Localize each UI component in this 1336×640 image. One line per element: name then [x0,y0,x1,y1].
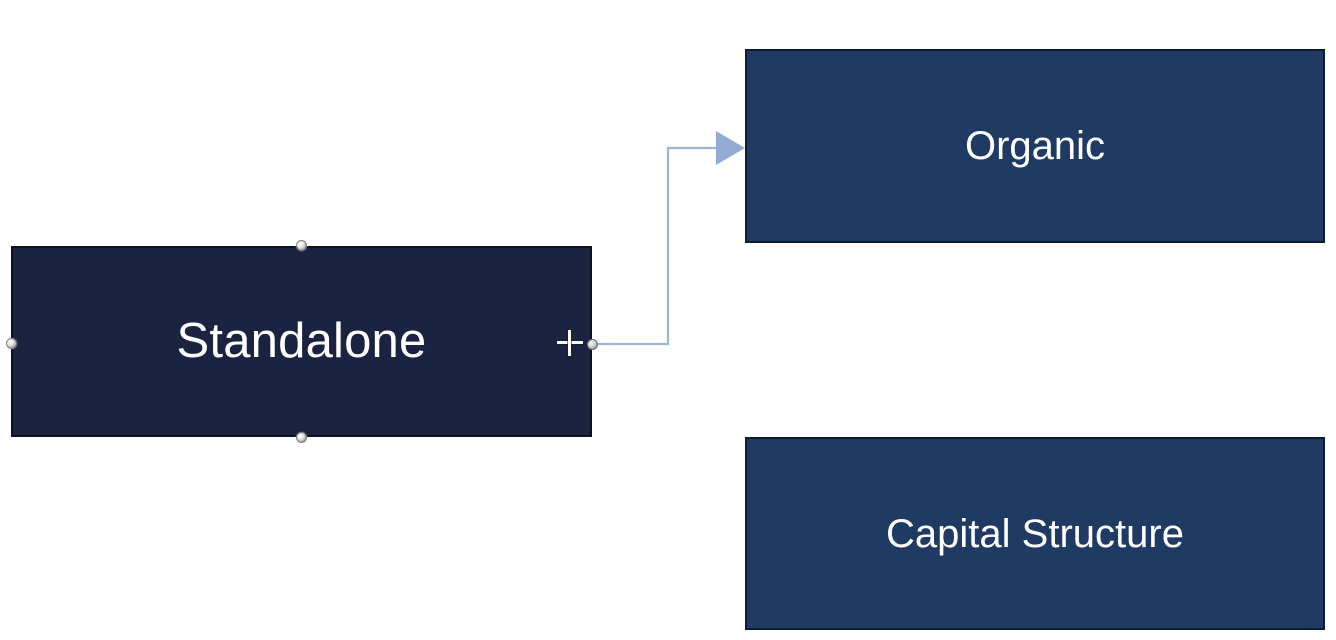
shape-capital-structure[interactable]: Capital Structure [745,437,1325,630]
connector-endpoint-handle[interactable] [586,338,598,350]
shape-capital-structure-label: Capital Structure [886,511,1184,556]
shape-standalone[interactable]: Standalone [11,246,592,437]
connector-standalone-to-organic[interactable] [592,131,745,346]
selection-handle-bottom-center[interactable] [295,431,307,443]
selection-handle-top-center[interactable] [295,239,307,251]
connector-elbow-path[interactable] [592,146,736,346]
connector-arrowhead-icon [716,131,745,165]
shape-organic-label: Organic [964,124,1106,168]
selection-handle-left-middle[interactable] [5,337,17,349]
shape-organic[interactable]: Organic [745,49,1325,243]
shape-standalone-label: Standalone [176,313,427,368]
